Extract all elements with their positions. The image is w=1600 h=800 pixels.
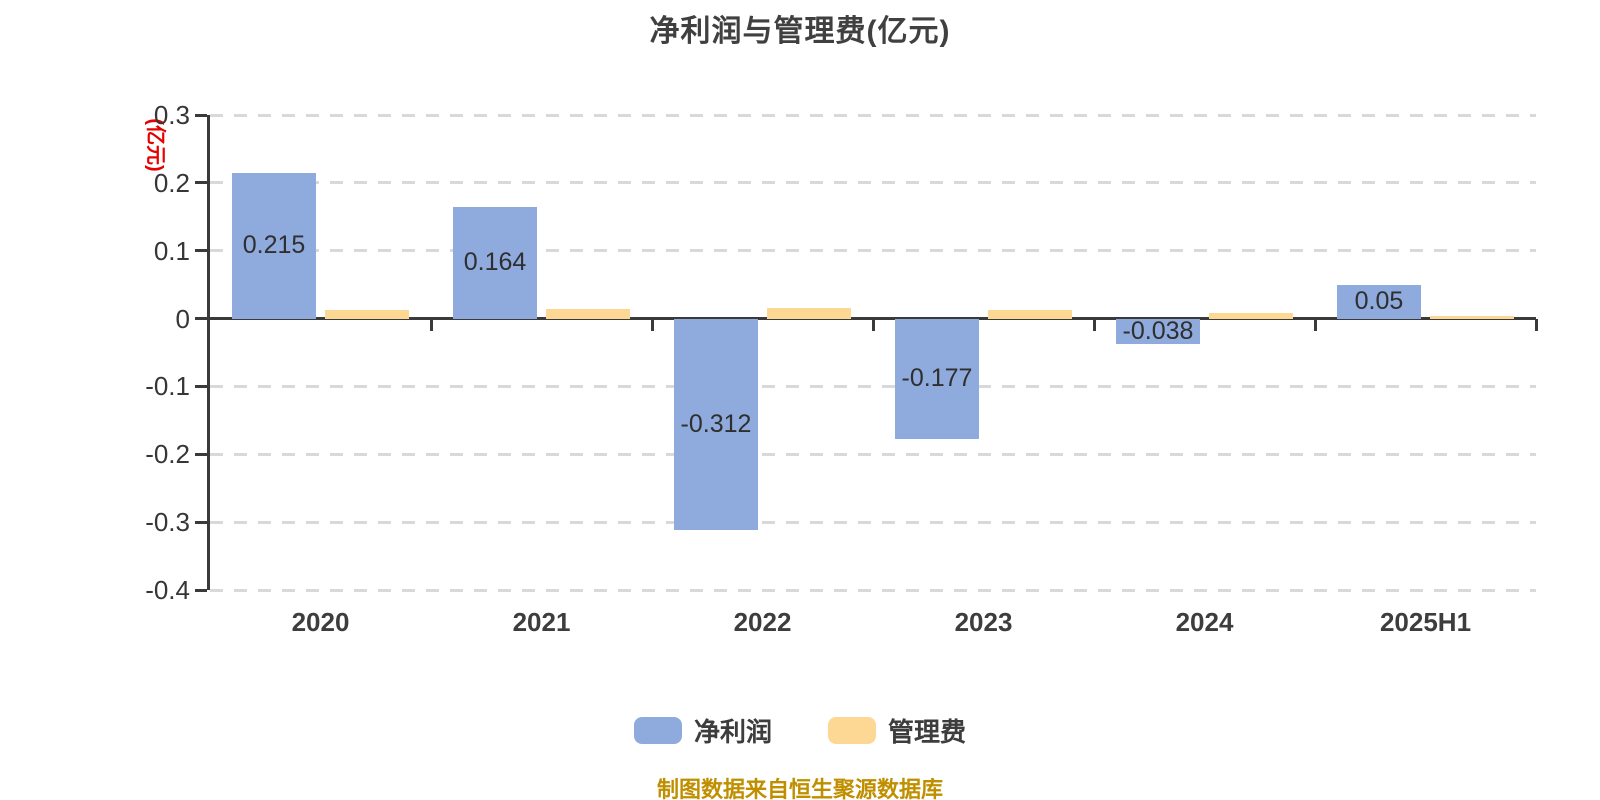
x-axis-label-2021: 2021 <box>512 607 571 637</box>
net-profit-legend-label: 净利润 <box>693 717 772 747</box>
y-axis-tick-0.3 <box>195 113 207 117</box>
bar-value-label-2022: -0.312 <box>680 409 752 438</box>
y-axis-line <box>207 115 210 590</box>
x-axis-label-2025H1: 2025H1 <box>1379 607 1472 637</box>
management-fee-legend-label: 管理费 <box>888 717 967 747</box>
management-fee-bar-2020 <box>325 309 409 319</box>
management-fee-swatch <box>828 717 876 744</box>
gridline-y--0.2 <box>210 452 1536 456</box>
y-tick-label--0.3: -0.3 <box>145 507 190 538</box>
bar-value-label-2024: -0.038 <box>1122 316 1194 345</box>
y-tick-label--0.1: -0.1 <box>145 371 190 402</box>
legend-item-net-profit[interactable]: 净利润 <box>633 712 772 749</box>
y-axis-tick-0.2 <box>195 181 207 185</box>
y-tick-label-0.2: 0.2 <box>153 167 190 198</box>
net-profit-bar-2024: -0.038 <box>1116 316 1200 345</box>
net-profit-bar-2023: -0.177 <box>895 318 979 439</box>
x-axis-boundary-tick-1 <box>429 318 433 331</box>
x-axis-label-2020: 2020 <box>291 607 350 637</box>
bar-value-label-2025H1: 0.05 <box>1354 287 1404 316</box>
data-source-note: 制图数据来自恒生聚源数据库 <box>656 777 943 800</box>
x-axis-label-2024: 2024 <box>1175 607 1234 637</box>
y-tick-label-0.1: 0.1 <box>153 235 190 266</box>
x-axis-boundary-tick-6 <box>1534 318 1538 331</box>
x-axis-boundary-tick-3 <box>871 318 875 331</box>
x-axis-label-2022: 2022 <box>733 607 792 637</box>
y-axis-tick--0.3 <box>195 520 207 524</box>
gridline-y-0.3 <box>210 113 1536 117</box>
y-axis-tick--0.1 <box>195 384 207 388</box>
bar-value-label-2020: 0.215 <box>242 231 306 260</box>
management-fee-bar-2023 <box>988 310 1072 319</box>
bar-value-label-2023: -0.177 <box>901 364 973 393</box>
y-axis-tick--0.2 <box>195 452 207 456</box>
legend: 净利润 管理费 <box>0 712 1600 749</box>
management-fee-bar-2022 <box>767 307 851 319</box>
gridline-y-0.1 <box>210 249 1536 253</box>
management-fee-bar-2021 <box>546 309 630 319</box>
chart-title: 净利润与管理费(亿元) <box>649 15 951 48</box>
gridline-y--0.1 <box>210 384 1536 388</box>
y-tick-label--0.2: -0.2 <box>145 439 190 470</box>
gridline-y--0.3 <box>210 520 1536 524</box>
management-fee-bar-2025H1 <box>1430 315 1514 319</box>
y-axis-tick-0.1 <box>195 249 207 253</box>
y-tick-label-0: 0 <box>175 303 190 334</box>
y-tick-label--0.4: -0.4 <box>145 575 190 605</box>
x-axis-boundary-tick-4 <box>1092 318 1096 331</box>
management-fee-bar-2024 <box>1209 313 1293 319</box>
legend-item-management-fee[interactable]: 管理费 <box>828 712 966 749</box>
bar-value-label-2021: 0.164 <box>463 248 527 277</box>
gridline-y-0.2 <box>210 181 1536 185</box>
plot-area: 0.3 0.2 0.1 0 -0.1 -0.2 -0.3 -0.4 0.215 0.164 -0.3… <box>145 100 1538 637</box>
net-profit-swatch <box>633 717 682 744</box>
y-tick-label-0.3: 0.3 <box>153 100 190 130</box>
y-axis-tick--0.4 <box>195 588 207 592</box>
net-profit-bar-2020: 0.215 <box>232 172 316 319</box>
x-axis-boundary-tick-5 <box>1313 318 1317 331</box>
net-profit-bar-2022: -0.312 <box>674 318 758 531</box>
x-axis-boundary-tick-2 <box>650 318 654 331</box>
net-profit-bar-2025H1: 0.05 <box>1337 284 1421 319</box>
gridline-y--0.4 <box>210 588 1536 592</box>
y-axis-tick-0 <box>195 317 207 321</box>
net-profit-bar-2021: 0.164 <box>453 207 537 319</box>
x-axis-label-2023: 2023 <box>954 607 1013 637</box>
